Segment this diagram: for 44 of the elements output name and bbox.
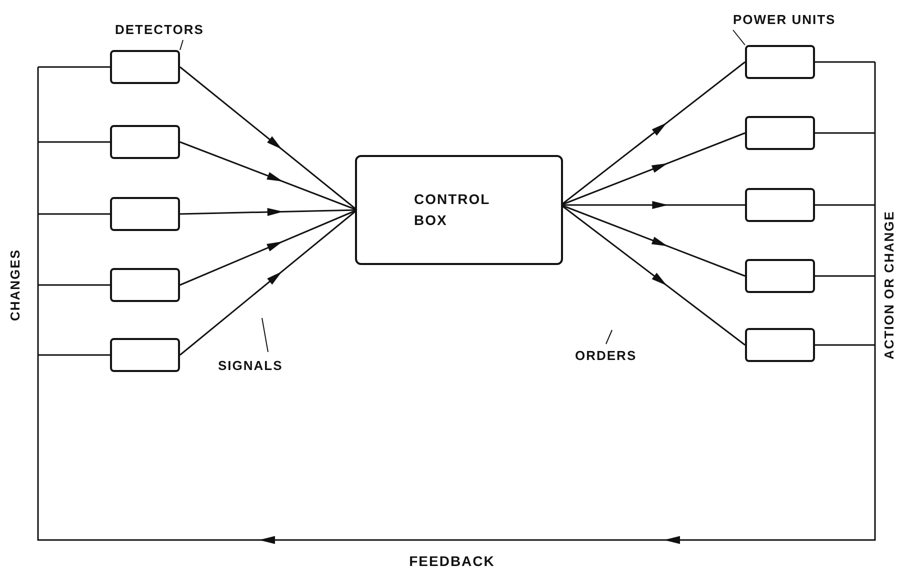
leader-line xyxy=(732,30,746,46)
connector-line xyxy=(38,354,110,356)
arrow xyxy=(560,132,746,206)
leader-line xyxy=(606,330,612,344)
connector-line xyxy=(38,284,110,286)
connector-line xyxy=(38,66,110,68)
leader-line xyxy=(180,40,184,50)
feedback-arrow xyxy=(37,62,876,544)
leader-line xyxy=(262,318,268,352)
box-label: CONTROL BOX xyxy=(414,190,491,230)
connector-line xyxy=(815,132,875,134)
detector-box xyxy=(110,125,180,159)
power-unit-box xyxy=(745,45,815,79)
signals-label: SIGNALS xyxy=(218,358,283,373)
power-unit-box xyxy=(745,328,815,362)
arrow xyxy=(180,66,358,211)
arrow xyxy=(560,61,746,206)
power-unit-box xyxy=(745,116,815,150)
power-units-label: POWER UNITS xyxy=(733,12,836,27)
arrow xyxy=(560,204,746,346)
connector-line xyxy=(815,344,875,346)
power-unit-box xyxy=(745,188,815,222)
axis-label: CHANGES xyxy=(8,249,22,321)
connector-line xyxy=(38,213,110,215)
arrow xyxy=(180,209,358,286)
arrow xyxy=(180,208,358,216)
detector-box xyxy=(110,268,180,302)
arrow xyxy=(560,204,746,277)
connector-line xyxy=(815,61,875,63)
control-box xyxy=(355,155,563,265)
feedback-label: FEEDBACK xyxy=(409,553,495,569)
detector-box xyxy=(110,338,180,372)
connector-line xyxy=(38,141,110,143)
orders-label: ORDERS xyxy=(575,348,637,363)
detector-box xyxy=(110,197,180,231)
arrow xyxy=(180,209,358,356)
connector-line xyxy=(815,275,875,277)
detectors-label: DETECTORS xyxy=(115,22,204,37)
connector-line xyxy=(815,204,875,206)
arrow xyxy=(180,141,358,211)
arrow xyxy=(561,201,745,209)
detector-box xyxy=(110,50,180,84)
power-unit-box xyxy=(745,259,815,293)
axis-label: ACTION OR CHANGE xyxy=(882,210,896,360)
